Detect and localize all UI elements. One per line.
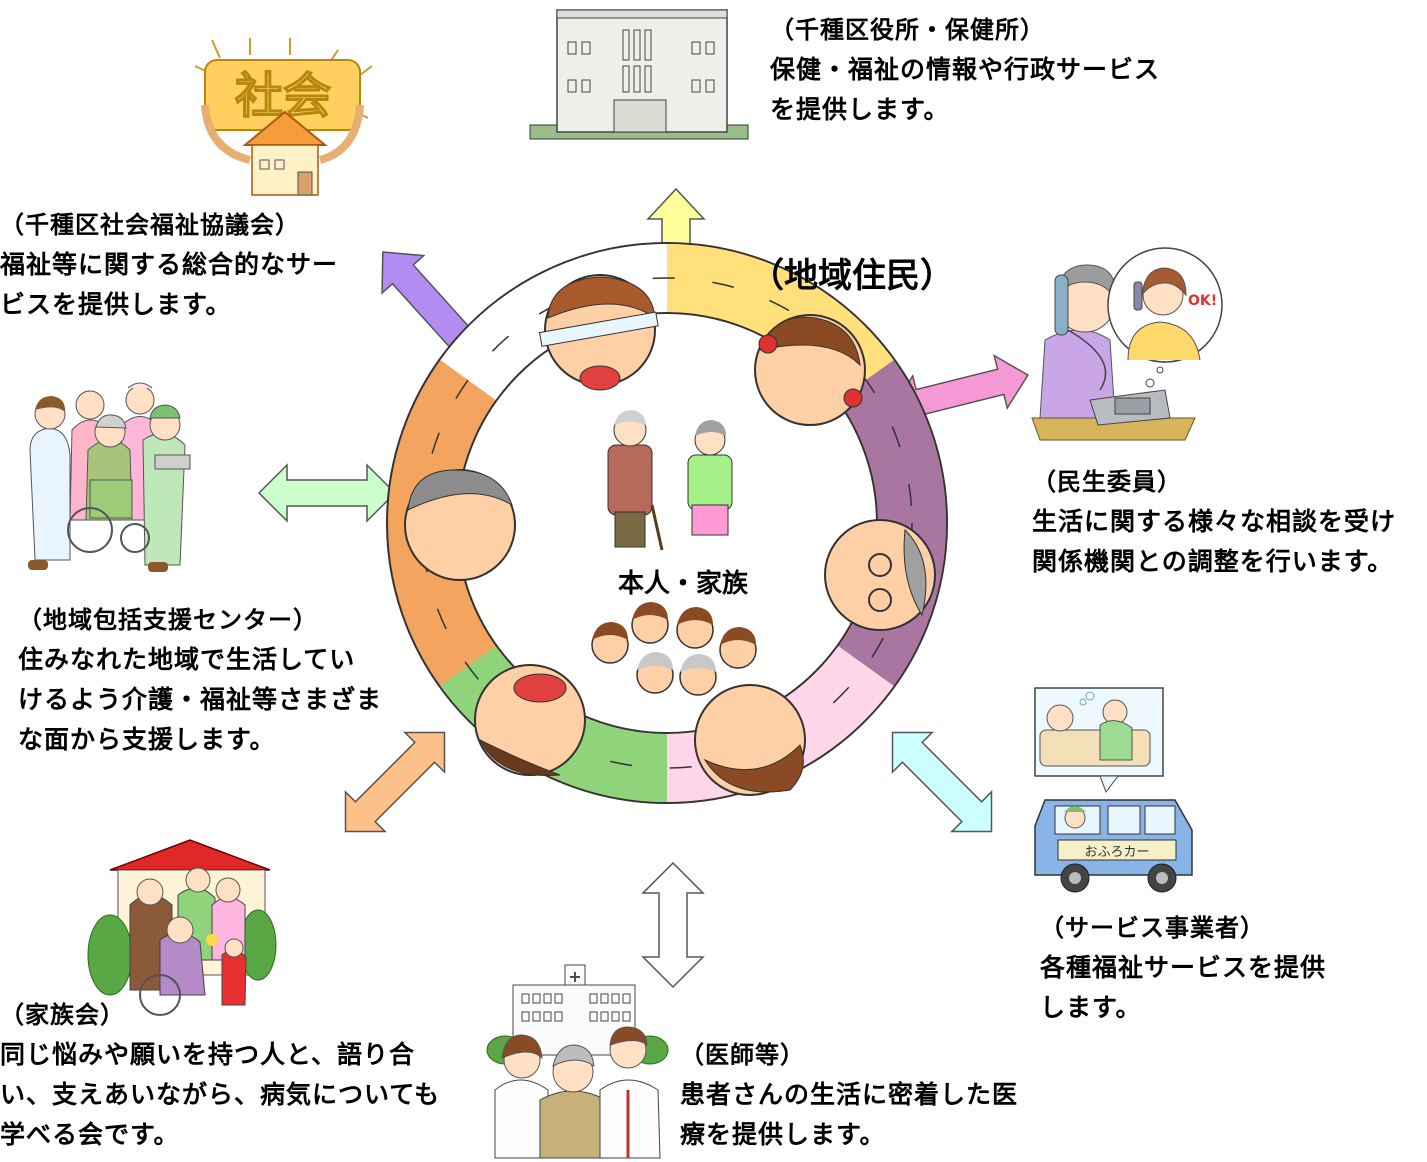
social-council-line-2: ビスを提供します。 [0, 290, 232, 319]
center-label: 本人・家族 [618, 569, 749, 599]
service-provider-block: （サービス事業者） 各種福祉サービスを提供 します。 [1040, 908, 1326, 1028]
social-council-line-1: 福祉等に関する総合的なサー [0, 250, 339, 279]
welfare-commissioner-title: （民生委員） [1032, 468, 1182, 496]
doctors-line-2: 療を提供します。 [680, 1120, 886, 1149]
family-group-house-icon [87, 839, 277, 1016]
arrow-bottom-right [891, 731, 993, 833]
welfare-commissioner-line-1: 生活に関する様々な相談を受け [1032, 507, 1397, 536]
family-group-line-1: 同じ悩みや願いを持つ人と、語り合 [0, 1040, 416, 1069]
social-council-block: （千種区社会福祉協議会） 福祉等に関する総合的なサー ビスを提供します。 [0, 205, 338, 325]
city-office-block: （千種区役所・保健所） 保健・福祉の情報や行政サービス を提供します。 [770, 10, 1160, 130]
support-center-line-3: な面から支援します。 [18, 725, 276, 754]
city-office-title: （千種区役所・保健所） [770, 16, 1045, 44]
city-office-line-1: 保健・福祉の情報や行政サービス [770, 55, 1161, 84]
support-center-staff-group-icon [28, 382, 191, 572]
family-group-line-3: 学べる会です。 [0, 1120, 180, 1149]
service-provider-title: （サービス事業者） [1040, 914, 1265, 942]
welfare-commissioner-block: （民生委員） 生活に関する様々な相談を受け 関係機関との調整を行います。 [1032, 462, 1396, 582]
community-ring-icon [386, 242, 948, 804]
social-council-house-icon: 社会 [194, 38, 373, 196]
family-group-line-2: い、支えあいながら、病気についても [0, 1080, 441, 1109]
support-center-line-2: けるよう介護・福祉等さまざま [18, 685, 383, 714]
doctors-title: （医師等） [680, 1041, 805, 1069]
service-provider-bath-car-icon: おふろカー [1034, 687, 1193, 893]
svg-text:おふろカー: おふろカー [1084, 845, 1149, 860]
family-group-block: （家族会） 同じ悩みや願いを持つ人と、語り合 い、支えあいながら、病気についても… [0, 995, 440, 1155]
center-title: （地域住民） [750, 256, 954, 296]
support-center-title: （地域包括支援センター） [18, 606, 318, 634]
doctors-line-1: 患者さんの生活に密着した医 [680, 1080, 1019, 1109]
social-council-title: （千種区社会福祉協議会） [0, 211, 300, 239]
support-center-block: （地域包括支援センター） 住みなれた地域で生活してい けるよう介護・福祉等さまざ… [18, 600, 382, 760]
svg-text:+: + [568, 967, 581, 986]
arrow-left [257, 463, 397, 523]
service-provider-line-2: します。 [1040, 993, 1142, 1022]
svg-text:OK!: OK! [1188, 293, 1217, 309]
welfare-commissioner-phone-icon: OK! [1031, 247, 1223, 441]
service-provider-line-1: 各種福祉サービスを提供 [1040, 953, 1327, 982]
family-group-title: （家族会） [0, 1001, 125, 1029]
doctors-block: （医師等） 患者さんの生活に密着した医 療を提供します。 [680, 1035, 1018, 1155]
arrow-bottom-left [344, 731, 446, 833]
city-office-line-2: を提供します。 [770, 95, 950, 124]
welfare-commissioner-line-2: 関係機関との調整を行います。 [1032, 547, 1394, 576]
doctors-hospital-icon: + [486, 964, 669, 1159]
support-center-line-1: 住みなれた地域で生活してい [18, 645, 356, 674]
arrow-bottom [641, 861, 705, 989]
city-office-building-icon [529, 9, 749, 140]
